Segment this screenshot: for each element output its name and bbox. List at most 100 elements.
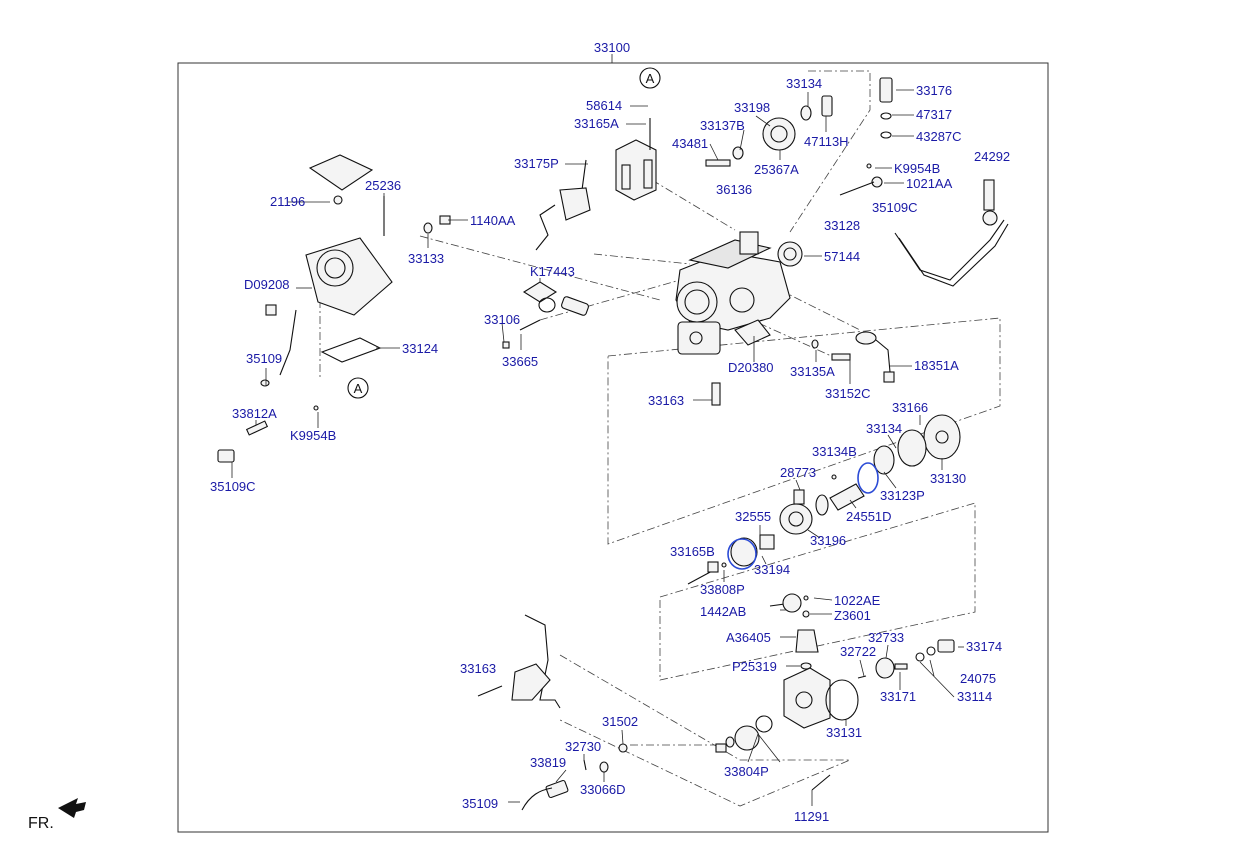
part-label-21196[interactable]: 21196 xyxy=(270,194,305,209)
part-label-47317[interactable]: 47317 xyxy=(916,107,952,122)
part-label-33128[interactable]: 33128 xyxy=(824,218,860,233)
part-label-1442AB[interactable]: 1442AB xyxy=(700,604,746,619)
part-label-33808P[interactable]: 33808P xyxy=(700,582,745,597)
part-label-33133[interactable]: 33133 xyxy=(408,251,444,266)
part-label-11291[interactable]: 11291 xyxy=(794,809,829,824)
part-label-35109-bottom[interactable]: 35109 xyxy=(462,796,498,811)
part-label-43481[interactable]: 43481 xyxy=(672,136,708,151)
part-label-A36405[interactable]: A36405 xyxy=(726,630,771,645)
part-label-28773[interactable]: 28773 xyxy=(780,465,816,480)
part-label-33134-top[interactable]: 33134 xyxy=(786,76,822,91)
part-label-35109C-left[interactable]: 35109C xyxy=(210,479,256,494)
part-label-33165B[interactable]: 33165B xyxy=(670,544,715,559)
solenoid-18351A[interactable] xyxy=(711,319,895,406)
part-label-31502[interactable]: 31502 xyxy=(602,714,638,729)
drive-shaft-24551D[interactable] xyxy=(815,474,865,516)
solenoid-valve-A36405[interactable] xyxy=(769,593,819,670)
part-label-33198[interactable]: 33198 xyxy=(734,100,770,115)
leader-lines xyxy=(231,89,964,806)
part-label-25367A[interactable]: 25367A xyxy=(754,162,799,177)
part-label-24551D[interactable]: 24551D xyxy=(846,509,892,524)
part-label-K17443[interactable]: K17443 xyxy=(530,264,575,279)
part-label-24292[interactable]: 24292 xyxy=(974,149,1010,164)
gasket-33124[interactable] xyxy=(320,337,382,363)
lever-33175P[interactable] xyxy=(535,159,591,251)
part-label-33130[interactable]: 33130 xyxy=(930,471,966,486)
front-direction-indicator: FR. xyxy=(28,798,86,832)
part-label-33100[interactable]: 33100 xyxy=(594,40,630,55)
part-label-33134-mid[interactable]: 33134 xyxy=(866,421,902,436)
dashed-link-1 xyxy=(419,235,661,301)
seal-57144[interactable] xyxy=(777,241,803,267)
lower-small-parts[interactable] xyxy=(521,743,831,811)
part-label-D20380[interactable]: D20380 xyxy=(728,360,774,375)
bolt-33165B[interactable] xyxy=(687,561,727,585)
part-label-1021AA[interactable]: 1021AA xyxy=(906,176,953,191)
part-label-1022AE[interactable]: 1022AE xyxy=(834,593,881,608)
part-label-33819[interactable]: 33819 xyxy=(530,755,566,770)
part-label-18351A[interactable]: 18351A xyxy=(914,358,959,373)
part-label-33124[interactable]: 33124 xyxy=(402,341,438,356)
pump-housing[interactable] xyxy=(675,231,791,355)
part-label-36136[interactable]: 36136 xyxy=(716,182,752,197)
dashed-box-pump xyxy=(659,502,976,681)
part-labels: 33100 58614 33165A 33175P 33134 33198 33… xyxy=(210,40,1010,824)
part-label-33665[interactable]: 33665 xyxy=(502,354,538,369)
part-label-33163-mid[interactable]: 33163 xyxy=(648,393,684,408)
part-label-33106[interactable]: 33106 xyxy=(484,312,520,327)
pipe-35109C-right[interactable] xyxy=(894,179,1009,287)
part-label-24075[interactable]: 24075 xyxy=(960,671,996,686)
part-label-33812A[interactable]: 33812A xyxy=(232,406,277,421)
part-label-33163-bottom[interactable]: 33163 xyxy=(460,661,496,676)
part-label-1140AA[interactable]: 1140AA xyxy=(470,213,516,228)
part-label-32555[interactable]: 32555 xyxy=(735,509,771,524)
small-parts-left[interactable] xyxy=(217,215,451,463)
part-label-33175P[interactable]: 33175P xyxy=(514,156,559,171)
part-label-57144[interactable]: 57144 xyxy=(824,249,860,264)
fitting-33176[interactable] xyxy=(839,77,893,196)
bracket-33163-lower[interactable] xyxy=(477,614,561,709)
part-label-33152C[interactable]: 33152C xyxy=(825,386,871,401)
distributor-head-top[interactable] xyxy=(615,118,657,201)
cam-plate-33130[interactable] xyxy=(857,414,961,494)
part-label-47113H[interactable]: 47113H xyxy=(804,134,849,149)
part-label-33196[interactable]: 33196 xyxy=(810,533,846,548)
part-label-33131[interactable]: 33131 xyxy=(826,725,862,740)
part-label-32722[interactable]: 32722 xyxy=(840,644,876,659)
part-label-43287C[interactable]: 43287C xyxy=(916,129,962,144)
part-label-32730[interactable]: 32730 xyxy=(565,739,601,754)
part-label-33137B[interactable]: 33137B xyxy=(700,118,745,133)
part-label-K9954B-left[interactable]: K9954B xyxy=(290,428,336,443)
dashed-link-2 xyxy=(593,253,691,265)
part-label-33135A[interactable]: 33135A xyxy=(790,364,835,379)
svg-text:FR.: FR. xyxy=(28,815,54,832)
governor-cover-left[interactable] xyxy=(260,154,393,387)
distributor-head-33131[interactable] xyxy=(783,667,859,729)
delivery-valve-33804P[interactable] xyxy=(715,715,773,753)
dashed-top-cover xyxy=(789,70,871,233)
part-label-33114[interactable]: 33114 xyxy=(957,689,992,704)
part-label-Z3601[interactable]: Z3601 xyxy=(834,608,871,623)
part-label-35109-left[interactable]: 35109 xyxy=(246,351,282,366)
part-label-33174[interactable]: 33174 xyxy=(966,639,1002,654)
part-label-33134B[interactable]: 33134B xyxy=(812,444,857,459)
part-label-33165A[interactable]: 33165A xyxy=(574,116,619,131)
part-label-35109C-right[interactable]: 35109C xyxy=(872,200,918,215)
part-label-33066D[interactable]: 33066D xyxy=(580,782,626,797)
part-label-33194[interactable]: 33194 xyxy=(754,562,790,577)
part-label-33804P[interactable]: 33804P xyxy=(724,764,769,779)
part-label-33176[interactable]: 33176 xyxy=(916,83,952,98)
part-label-P25319[interactable]: P25319 xyxy=(732,659,777,674)
gear-33196[interactable] xyxy=(727,489,813,570)
part-label-33166[interactable]: 33166 xyxy=(892,400,928,415)
regulator-33174[interactable] xyxy=(857,639,955,679)
part-label-58614[interactable]: 58614 xyxy=(586,98,622,113)
part-label-K9954B-top[interactable]: K9954B xyxy=(894,161,940,176)
fitting-K17443[interactable] xyxy=(502,281,589,349)
part-label-25236[interactable]: 25236 xyxy=(365,178,401,193)
part-label-D09208[interactable]: D09208 xyxy=(244,277,290,292)
part-label-32733[interactable]: 32733 xyxy=(868,630,904,645)
part-label-33123P[interactable]: 33123P xyxy=(880,488,925,503)
part-label-33171[interactable]: 33171 xyxy=(880,689,916,704)
